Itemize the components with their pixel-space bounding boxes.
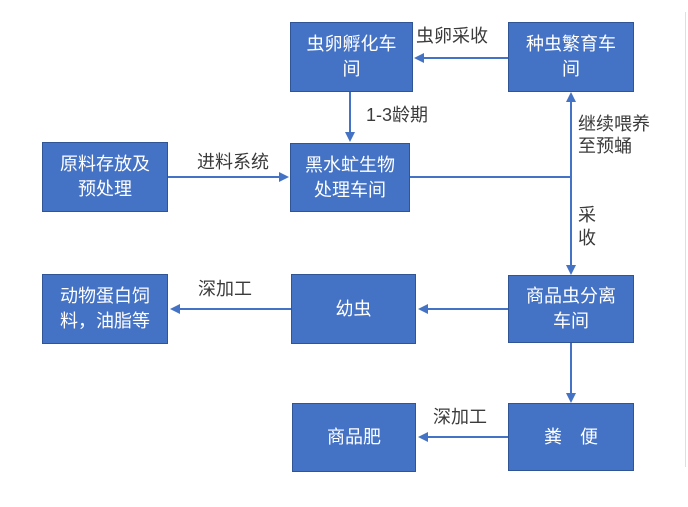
- arrowhead-down-icon: [345, 132, 355, 142]
- node-egg-hatching-workshop: 虫卵孵化车 间: [290, 22, 413, 92]
- edge-label-continue-feeding: 继续喂养 至预蛹: [578, 114, 650, 156]
- arrow-larvae-to-protein: [180, 308, 291, 310]
- arrow-separation-to-larvae: [428, 308, 508, 310]
- arrowhead-left-icon: [170, 304, 180, 314]
- arrowhead-down-icon: [566, 393, 576, 403]
- node-separation-workshop: 商品虫分离 车间: [508, 275, 634, 343]
- edge-label-harvest: 采 收: [578, 205, 596, 248]
- arrowhead-left-icon: [418, 432, 428, 442]
- arrow-junction-vertical: [570, 100, 572, 267]
- right-edge-artifact-line: [685, 12, 686, 467]
- node-animal-protein-feed: 动物蛋白饲 料，油脂等: [42, 274, 168, 344]
- edge-label-deep-processing-feces: 深加工: [433, 407, 487, 427]
- arrow-hatching-to-processing: [349, 92, 351, 132]
- node-raw-material-storage: 原料存放及 预处理: [42, 142, 168, 212]
- edge-label-instar: 1-3龄期: [366, 105, 429, 125]
- edge-label-egg-collection: 虫卵采收: [416, 26, 488, 46]
- arrowhead-down-icon: [566, 265, 576, 275]
- arrow-breeding-to-hatching: [424, 57, 508, 59]
- edge-label-feeding-system: 进料系统: [197, 152, 269, 172]
- node-feces: 粪 便: [508, 403, 634, 471]
- node-larvae: 幼虫: [291, 274, 416, 344]
- node-commercial-fertilizer: 商品肥: [292, 403, 416, 472]
- arrow-separation-to-feces: [570, 343, 572, 393]
- edge-label-deep-processing-larvae: 深加工: [198, 279, 252, 299]
- arrowhead-left-icon: [414, 53, 424, 63]
- node-breeding-workshop: 种虫繁育车 间: [508, 22, 634, 92]
- arrow-feces-to-fertilizer: [428, 436, 508, 438]
- arrowhead-left-icon: [418, 304, 428, 314]
- arrowhead-right-icon: [279, 172, 289, 182]
- connector-processing-to-junction: [410, 176, 571, 178]
- arrow-raw-to-processing: [168, 176, 279, 178]
- arrowhead-up-icon: [566, 92, 576, 102]
- node-bsf-processing-workshop: 黑水虻生物 处理车间: [290, 143, 410, 212]
